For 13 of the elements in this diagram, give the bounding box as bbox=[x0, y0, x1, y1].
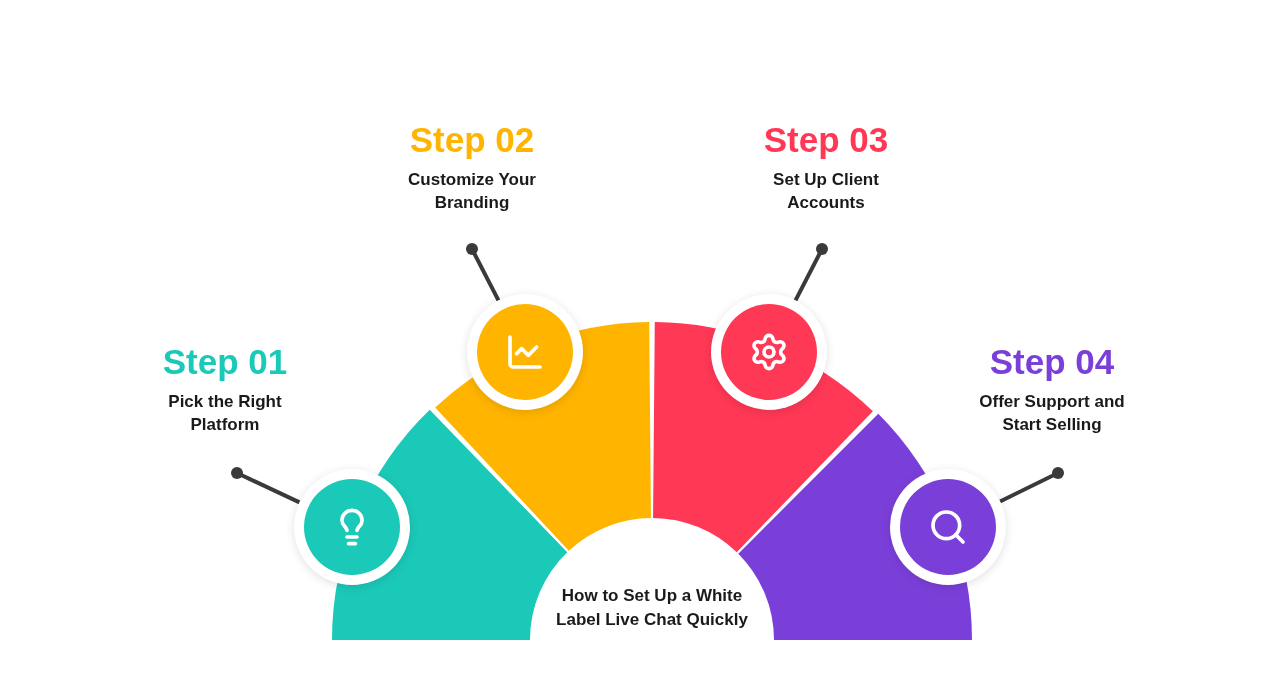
center-title: How to Set Up a White Label Live Chat Quickly bbox=[555, 585, 749, 631]
leader-line bbox=[466, 243, 501, 302]
step-description: Customize Your Branding bbox=[407, 169, 537, 214]
step-description: Set Up Client Accounts bbox=[772, 169, 880, 214]
step-title: Step 01 bbox=[162, 341, 288, 383]
step-title: Step 02 bbox=[409, 119, 535, 161]
step-title: Step 03 bbox=[763, 119, 889, 161]
leader-line bbox=[999, 467, 1064, 504]
step-description: Pick the Right Platform bbox=[167, 391, 283, 436]
leader-line bbox=[793, 243, 828, 302]
step-title: Step 04 bbox=[989, 341, 1115, 383]
leader-line bbox=[231, 467, 301, 505]
step-description: Offer Support and Start Selling bbox=[978, 391, 1126, 436]
